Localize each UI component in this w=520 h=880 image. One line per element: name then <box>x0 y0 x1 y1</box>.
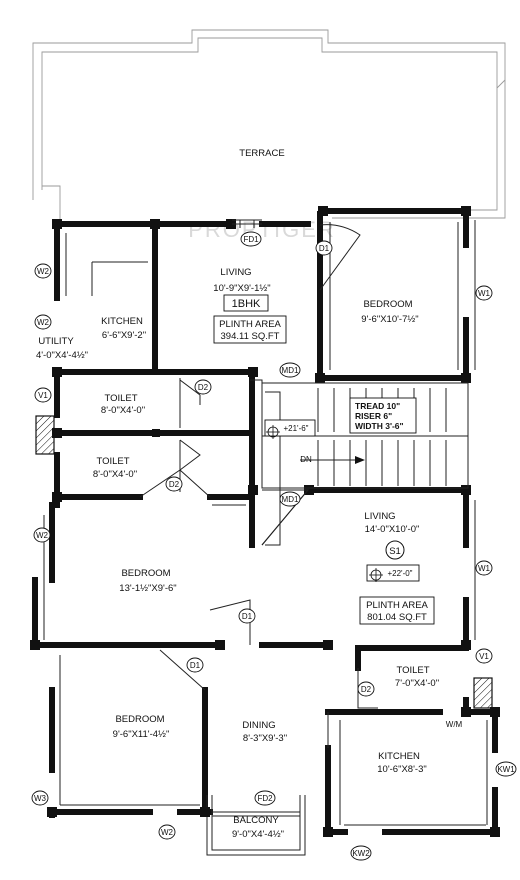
terrace-outline <box>32 29 506 222</box>
plinth-1bhk-value: 394.11 SQ.FT <box>221 331 280 342</box>
tag-D2-upper: D2 <box>194 379 212 395</box>
door-swings <box>139 219 378 817</box>
type-label-box <box>223 294 269 312</box>
bedroom-upper-name: BEDROOM <box>363 299 412 310</box>
ventilator-hatch <box>35 415 55 455</box>
living-1bhk-dim: 10'-9"X9'-1½" <box>213 283 270 294</box>
tag-FD1: FD1 <box>240 231 262 247</box>
tag-D1-bedroom: D1 <box>238 608 256 624</box>
tag-W2-utility: W2 <box>34 314 52 330</box>
svg-text:D1: D1 <box>190 661 201 670</box>
unit-tag: S1 <box>389 546 401 557</box>
kitchen-1bhk-name: KITCHEN <box>101 316 143 327</box>
svg-text:W2: W2 <box>37 267 50 276</box>
svg-text:FD1: FD1 <box>243 235 259 244</box>
svg-text:D2: D2 <box>198 383 209 392</box>
svg-text:KW1: KW1 <box>497 765 515 774</box>
toilet-upper-name: TOILET <box>104 393 137 404</box>
toilet-mid-name: TOILET <box>96 456 129 467</box>
svg-text:D1: D1 <box>242 612 253 621</box>
bedroom-main-dim: 13'-1½"X9'-6" <box>119 583 176 594</box>
stair-spec-box <box>349 397 417 434</box>
plinth-s1-box <box>359 596 435 625</box>
bedroom-main-name: BEDROOM <box>121 568 170 579</box>
balcony-dim: 9'-0"X4'-4½" <box>232 829 284 840</box>
toilet-upper-dim: 8'-0"X4'-0" <box>101 405 145 416</box>
tag-MD1-upper: MD1 <box>279 362 301 378</box>
balcony-name: BALCONY <box>233 815 279 826</box>
type-label: 1BHK <box>232 298 261 310</box>
svg-text:D2: D2 <box>169 480 180 489</box>
stair-tread: TREAD 10" <box>355 401 400 411</box>
tag-W1-upper: W1 <box>475 285 493 301</box>
tag-D2-mid: D2 <box>165 476 183 492</box>
tag-MD1-lower: MD1 <box>279 491 301 507</box>
svg-text:D2: D2 <box>361 685 372 694</box>
svg-text:W3: W3 <box>34 794 47 803</box>
staircase <box>261 382 469 546</box>
level-upper: +21'-6" <box>283 424 308 433</box>
tag-V1-upper: V1 <box>34 387 52 403</box>
kitchen-s1-name: KITCHEN <box>378 751 420 762</box>
plinth-1bhk-title: PLINTH AREA <box>219 319 281 330</box>
tag-W3: W3 <box>31 790 49 806</box>
svg-text:W1: W1 <box>478 564 491 573</box>
level-marker-icon <box>266 425 280 439</box>
terrace-label: TERRACE <box>239 148 284 159</box>
plinth-s1-title: PLINTH AREA <box>366 600 428 611</box>
svg-text:D1: D1 <box>319 244 330 253</box>
toilet-mid-dim: 8'-0"X4'-0" <box>93 469 137 480</box>
svg-text:FD2: FD2 <box>257 794 273 803</box>
tag-W2-bedroom: W2 <box>33 527 51 543</box>
dining-dim: 8'-3"X9'-3" <box>243 733 287 744</box>
tag-W2-bottom: W2 <box>158 824 176 840</box>
stair-width: WIDTH 3'-6" <box>355 421 404 431</box>
watermark: PROPTIGER <box>188 217 336 242</box>
tag-D1-upper: D1 <box>315 240 333 256</box>
utility-name: UTILITY <box>38 336 74 347</box>
tag-D2-lower: D2 <box>357 681 375 697</box>
ventilator-hatch <box>473 677 493 709</box>
kitchen-s1-dim: 10'-6"X8'-3" <box>377 764 426 775</box>
stair-dn-label: DN <box>300 455 312 464</box>
tag-FD2: FD2 <box>254 790 276 806</box>
utility-dim: 4'-0"X4'-4½" <box>36 350 88 361</box>
living-s1-dim: 14'-0"X10'-0" <box>365 524 420 535</box>
svg-text:MD1: MD1 <box>282 366 299 375</box>
svg-text:V1: V1 <box>479 652 489 661</box>
svg-text:V1: V1 <box>38 391 48 400</box>
wm-label: W/M <box>446 720 463 729</box>
svg-text:W2: W2 <box>36 531 49 540</box>
unit-tag-circle <box>385 540 405 560</box>
tag-D1-lower: D1 <box>186 657 204 673</box>
tag-V1-lower: V1 <box>475 648 493 664</box>
living-1bhk-name: LIVING <box>220 267 251 278</box>
svg-text:MD1: MD1 <box>282 495 299 504</box>
plinth-s1-value: 801.04 SQ.FT <box>367 612 427 623</box>
stair-riser: RISER 6" <box>355 411 392 421</box>
level-marker-icon <box>369 568 383 582</box>
columns <box>30 206 500 837</box>
tag-W1-lower: W1 <box>475 560 493 576</box>
svg-text:W1: W1 <box>478 289 491 298</box>
level-box-s1 <box>366 564 420 582</box>
dining-name: DINING <box>242 720 275 731</box>
svg-text:KW2: KW2 <box>352 849 370 858</box>
bedroom-upper-dim: 9'-6"X10'-7½" <box>361 314 418 325</box>
plinth-1bhk-box <box>213 315 287 344</box>
bedroom-lower-name: BEDROOM <box>115 714 164 725</box>
level-s1: +22'-0" <box>387 569 412 578</box>
bedroom-lower-dim: 9'-6"X11'-4½" <box>113 729 170 740</box>
living-s1-name: LIVING <box>364 511 395 522</box>
toilet-right-dim: 7'-0"X4'-0" <box>395 678 439 689</box>
tag-W2-kitchen: W2 <box>34 263 52 279</box>
toilet-right-name: TOILET <box>396 665 429 676</box>
svg-text:W2: W2 <box>161 828 174 837</box>
tag-KW1: KW1 <box>495 761 517 777</box>
kitchen-1bhk-dim: 6'-6"X9'-2" <box>102 330 146 341</box>
svg-text:W2: W2 <box>37 318 50 327</box>
tag-KW2: KW2 <box>350 845 372 861</box>
